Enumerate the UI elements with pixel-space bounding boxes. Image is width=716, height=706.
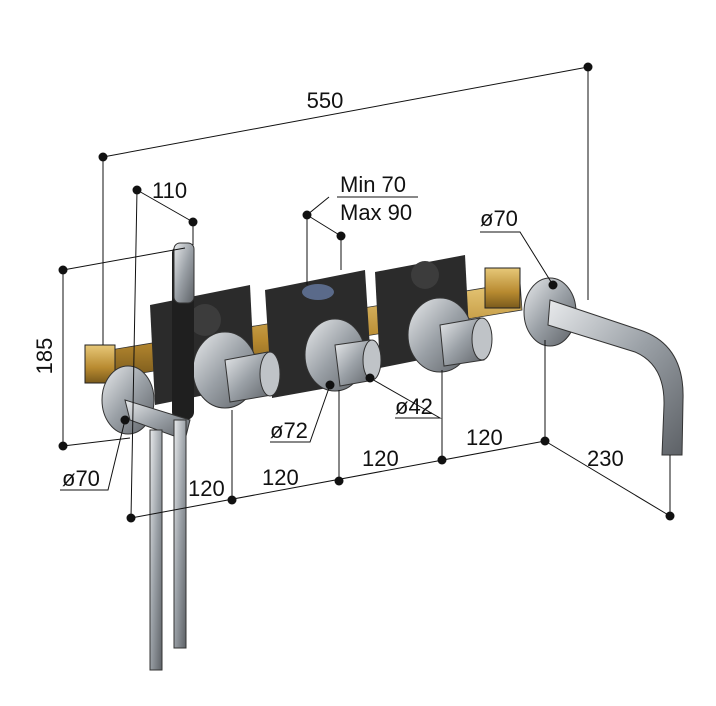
label-depth-min: Min 70 (340, 172, 406, 197)
label-depth-max: Max 90 (340, 200, 412, 225)
spout (523, 277, 684, 456)
label-spacing-2: 120 (262, 465, 299, 490)
label-height: 185 (32, 338, 57, 375)
dimension-lines (58, 62, 675, 523)
product-illustration (84, 242, 684, 671)
label-spacing-1: 120 (188, 476, 225, 501)
label-handle-rosette: ø72 (270, 418, 308, 443)
handle-3 (407, 297, 493, 373)
label-handle: ø42 (395, 394, 433, 419)
label-spacing-4: 120 (466, 425, 503, 450)
brass-end-right (484, 267, 521, 309)
label-overall-width: 550 (307, 88, 344, 113)
label-rosette-right: ø70 (480, 206, 518, 231)
label-rosette-left: ø70 (62, 466, 100, 491)
label-spacing-3: 120 (362, 446, 399, 471)
handle-1 (192, 331, 281, 409)
label-handshower-offset: 110 (152, 178, 187, 203)
dimension-points (58, 62, 675, 523)
dimension-labels: 550 110 Min 70 Max 90 185 ø70 ø70 120 12… (32, 88, 624, 501)
label-spout-projection: 230 (587, 446, 624, 471)
hand-shower (101, 242, 195, 671)
